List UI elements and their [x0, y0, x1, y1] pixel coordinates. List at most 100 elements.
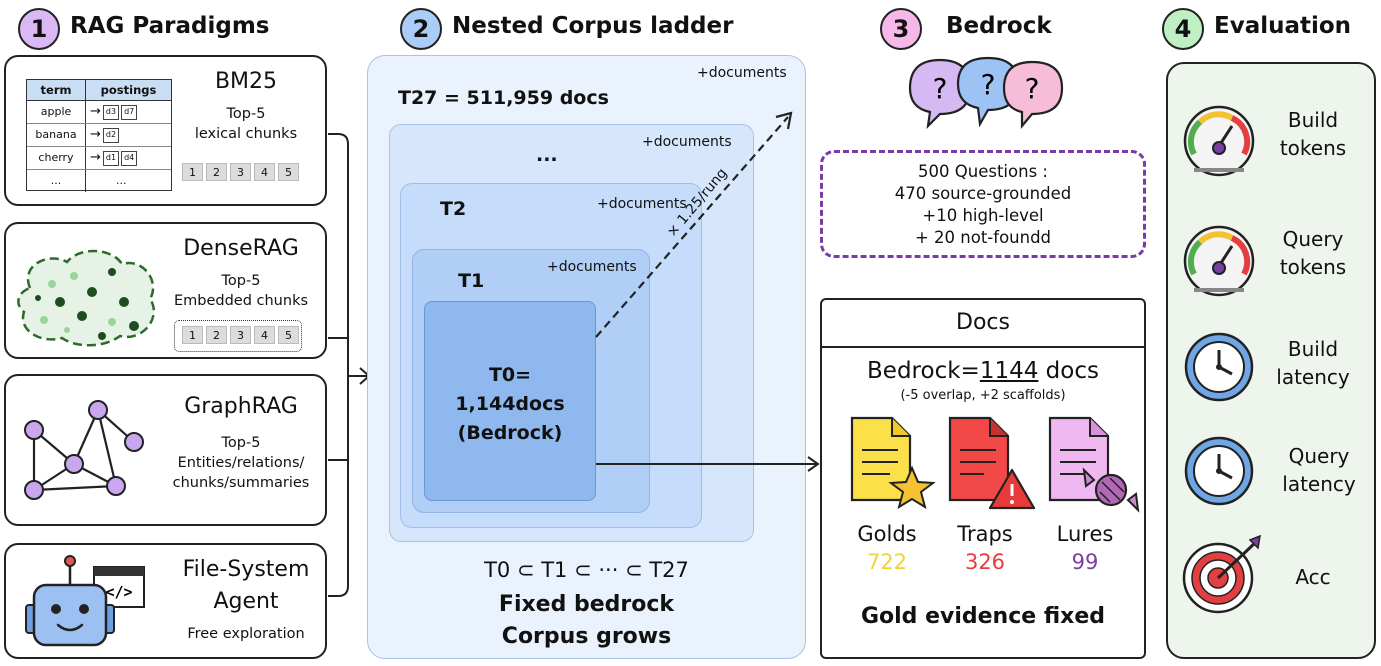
doc-id-tag: d2: [102, 127, 120, 143]
table-header-term: term: [27, 80, 86, 100]
fs-agent-sub1: Free exploration: [187, 626, 305, 642]
build-tokens-gauge-icon: [1183, 105, 1255, 177]
t27-label: T27 = 511,959 docs: [398, 87, 609, 109]
svg-text:?: ?: [1025, 72, 1040, 105]
docs-note: (-5 overlap, +2 scaffolds): [900, 388, 1066, 403]
tier-t0: [424, 301, 596, 501]
rank-chip: 3: [230, 326, 251, 344]
bm25-sub1: Top-5: [226, 106, 266, 122]
table-cell-term: apple: [27, 101, 86, 123]
doc-id-tag: d7: [121, 104, 138, 120]
doc-id-tag: d4: [121, 150, 138, 166]
table-cell-term: banana: [27, 124, 86, 146]
section-1-badge: 1: [18, 8, 60, 50]
arrow-icon: →: [90, 104, 101, 119]
query-latency-clock-icon: [1184, 436, 1254, 506]
growth-arrow: [595, 111, 793, 338]
golds-label: Golds: [857, 522, 917, 546]
query-tokens-l1: Query: [1282, 227, 1344, 251]
t1-label: T1: [458, 270, 485, 292]
query-latency-label: Query latency: [1264, 442, 1374, 498]
questions-line3: +10 high-level: [922, 206, 1044, 225]
lure-document-candy-icon: [1048, 416, 1140, 513]
table-row: ......: [27, 170, 171, 192]
t1-plus-documents: +documents: [547, 259, 637, 275]
table-cell-ellipsis: ...: [116, 174, 127, 187]
docs-panel: Docs Bedrock=1144 docs (-5 overlap, +2 s…: [820, 298, 1146, 659]
t2-plus-documents: +documents: [597, 196, 687, 212]
bm25-title: BM25: [214, 69, 278, 94]
traps-count: 326: [964, 550, 1006, 574]
query-tokens-l2: tokens: [1279, 255, 1347, 279]
docs-number: 1144: [979, 358, 1039, 384]
build-latency-clock-icon: [1184, 332, 1254, 402]
tier-ellipsis-label: ...: [536, 144, 558, 166]
rank-chip: 2: [206, 163, 227, 181]
fs-agent-panel: </> File-System Agent Free exploration: [4, 543, 327, 659]
fs-agent-title1: File-System: [182, 557, 310, 582]
table-cell-term: ...: [27, 170, 86, 192]
table-header-postings: postings: [100, 83, 157, 97]
build-tokens-l2: tokens: [1279, 136, 1347, 160]
golds-count: 722: [866, 550, 908, 574]
docs-title: Docs: [956, 310, 1010, 335]
t0-line2: 1,144docs: [455, 393, 565, 415]
denserag-sub2: Embedded chunks: [173, 293, 309, 309]
section-2-badge: 2: [400, 8, 442, 50]
arrow-icon: →: [90, 150, 101, 165]
rank-chip: 1: [182, 163, 203, 181]
svg-text:?: ?: [933, 72, 948, 105]
rank-chip: 5: [278, 163, 299, 181]
bm25-sub2: lexical chunks: [194, 126, 298, 142]
doc-id-tag: d3: [102, 104, 120, 120]
table-row: banana→d2: [27, 124, 171, 147]
build-latency-l1: Build: [1287, 337, 1339, 361]
build-tokens-l1: Build: [1287, 108, 1339, 132]
query-latency-l1: Query: [1288, 444, 1350, 468]
accuracy-target-icon: [1182, 534, 1261, 614]
subset-chain: T0 ⊂ T1 ⊂ ··· ⊂ T27: [484, 558, 689, 582]
rag-paradigms-title: RAG Paradigms: [70, 13, 270, 39]
graphrag-panel: GraphRAG Top-5 Entities/relations/ chunk…: [4, 374, 327, 526]
table-cell-postings: ...: [86, 170, 171, 192]
rank-chip: 1: [182, 326, 203, 344]
bedrock-title: Bedrock: [946, 13, 1052, 39]
accuracy-l1: Acc: [1295, 565, 1331, 589]
tier-ellipsis-plus-documents: +documents: [642, 134, 732, 150]
graphrag-sub2: Entities/relations/: [177, 455, 305, 471]
nested-corpus-ladder-title: Nested Corpus ladder: [452, 13, 734, 39]
t0-line3: (Bedrock): [457, 422, 563, 444]
docs-bedrock-count: Bedrock=1144 docs: [822, 358, 1144, 384]
traps-label: Traps: [957, 522, 1013, 546]
query-latency-l2: latency: [1282, 472, 1356, 496]
questions-line4: + 20 not-foundd: [914, 228, 1052, 247]
t2-label: T2: [440, 198, 467, 220]
graphrag-title: GraphRAG: [184, 394, 298, 419]
trap-document-warning-icon: [948, 416, 1036, 510]
build-tokens-label: Build tokens: [1258, 106, 1368, 162]
questions-line1: 500 Questions :: [918, 162, 1048, 181]
rank-chip: 3: [230, 163, 251, 181]
svg-text:</>: </>: [105, 583, 132, 601]
rank-chip: 4: [254, 326, 275, 344]
accuracy-label: Acc: [1258, 563, 1368, 591]
rank-chip: 5: [278, 326, 299, 344]
t27-plus-documents: +documents: [697, 65, 787, 81]
graph-network-icon: [24, 400, 144, 500]
rank-chip: 2: [206, 326, 227, 344]
section-3-badge: 3: [880, 8, 922, 50]
evaluation-title: Evaluation: [1214, 13, 1352, 39]
query-tokens-label: Query tokens: [1258, 225, 1368, 281]
query-tokens-gauge-icon: [1183, 225, 1255, 297]
robot-icon: </>: [25, 555, 145, 647]
build-latency-label: Build latency: [1258, 335, 1368, 391]
section-4-badge: 4: [1162, 8, 1204, 50]
